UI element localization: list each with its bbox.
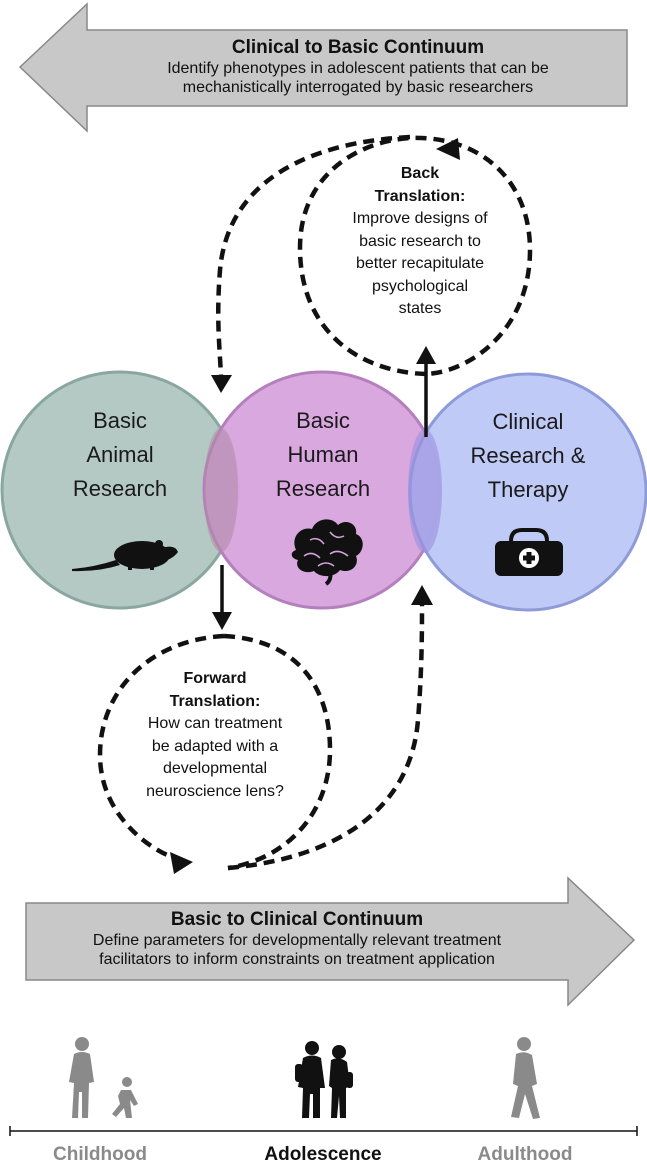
- clinical-to-basic-arrow: [18, 2, 628, 133]
- back-translation-line4: psychological: [371, 277, 469, 295]
- bottom-arrow-desc-line1: Define parameters for developmentally re…: [92, 932, 502, 949]
- forward-translation-title-2: Translation:: [169, 692, 261, 710]
- animal-label-line3: Research: [72, 476, 168, 501]
- basic-human-research-label: Basic Human Research: [243, 404, 403, 506]
- animal-label-line1: Basic: [93, 408, 147, 433]
- bottom-right-dashed-connector: [227, 602, 425, 871]
- forward-translation-line4: neuroscience lens?: [146, 782, 284, 800]
- back-translation-line5: states: [398, 300, 442, 317]
- adulthood-label: Adulthood: [477, 1144, 573, 1165]
- human-label-line3: Research: [275, 476, 371, 501]
- forward-translation-loop-right: [223, 633, 333, 871]
- bottom-right-connector-arrowhead: [411, 585, 433, 605]
- back-translation-text: Back Translation: Improve designs of bas…: [315, 163, 525, 321]
- forward-translation-line1: How can treatment: [147, 715, 283, 732]
- back-translation-line2: basic research to: [359, 232, 481, 250]
- adolescence-label: Adolescence: [264, 1144, 382, 1165]
- top-arrow-desc-line1: Identify phenotypes in adolescent patien…: [167, 60, 549, 77]
- clinical-research-label: Clinical Research & Therapy: [448, 405, 608, 507]
- bottom-arrow-title: Basic to Clinical Continuum: [170, 909, 424, 930]
- back-translation-title-1: Back: [400, 165, 440, 182]
- top-arrow-title: Clinical to Basic Continuum: [231, 37, 485, 58]
- back-translation-line1: Improve designs of: [352, 210, 488, 227]
- clinical-label-line3: Therapy: [487, 477, 569, 502]
- up-arrowhead: [416, 346, 436, 364]
- forward-translation-line2: be adapted with a: [151, 737, 279, 755]
- bottom-arrow-desc-line2: facilitators to inform constraints on tr…: [99, 951, 495, 968]
- basic-to-clinical-arrow: [25, 876, 636, 1007]
- forward-translation-loop: [97, 633, 225, 861]
- adolescents-silhouette: [295, 1041, 353, 1118]
- animal-label-line2: Animal: [86, 442, 154, 467]
- back-translation-line3: better recapitulate: [355, 255, 485, 272]
- clinical-label-line2: Research &: [470, 443, 586, 468]
- top-arrow-text: Clinical to Basic Continuum Identify phe…: [88, 37, 628, 97]
- childhood-label: Childhood: [53, 1144, 147, 1165]
- back-translation-arrowhead: [436, 138, 460, 160]
- forward-translation-title-1: Forward: [183, 670, 247, 687]
- human-label-line1: Basic: [296, 408, 350, 433]
- down-arrowhead: [212, 612, 232, 630]
- forward-translation-text: Forward Translation: How can treatment b…: [110, 668, 320, 803]
- rat-icon: [72, 540, 178, 572]
- forward-translation-line3: developmental: [162, 760, 268, 777]
- brain-icon: [291, 519, 363, 586]
- top-arrow-desc-line2: mechanistically interrogated by basic re…: [182, 79, 534, 96]
- clinical-label-line1: Clinical: [492, 409, 564, 434]
- basic-animal-research-label: Basic Animal Research: [40, 404, 200, 506]
- adult-silhouette: [511, 1037, 540, 1119]
- back-translation-title-2: Translation:: [374, 187, 466, 205]
- child-and-parent-silhouette: [69, 1037, 138, 1118]
- back-translation-loop: [297, 135, 533, 377]
- human-label-line2: Human: [287, 442, 359, 467]
- top-left-dashed-connector: [216, 134, 411, 378]
- bottom-arrow-text: Basic to Clinical Continuum Define param…: [26, 909, 568, 969]
- top-left-connector-arrowhead: [211, 375, 232, 393]
- medical-bag-icon: [495, 528, 563, 576]
- human-clinical-overlap-shade: [408, 429, 442, 553]
- animal-human-overlap-shade: [204, 428, 238, 552]
- forward-translation-arrowhead: [170, 852, 193, 874]
